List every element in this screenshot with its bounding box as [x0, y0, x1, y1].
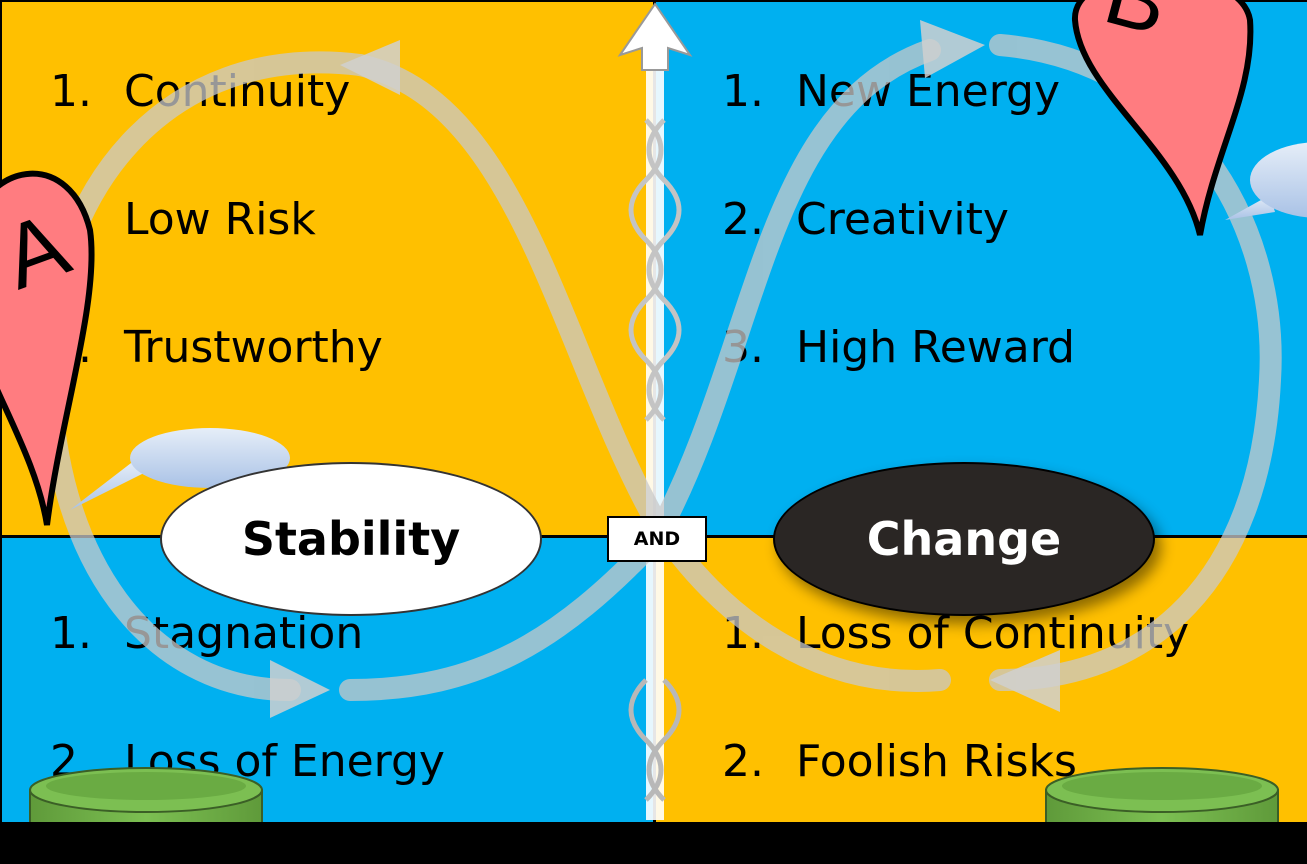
pole-change: Change [773, 462, 1155, 616]
diagram-overlay: A B [0, 0, 1307, 822]
item-text: High Reward [796, 322, 1075, 373]
loop-arrowheads [270, 20, 1060, 718]
item-number: 1. [50, 608, 92, 659]
item-number: 2. [722, 736, 764, 787]
and-connector: AND [607, 516, 707, 562]
speech-bubble-right-icon [1225, 142, 1307, 220]
marker-b-icon: B [1071, 0, 1254, 236]
item-text: Foolish Risks [796, 736, 1077, 787]
central-twisted-arrow [617, 2, 693, 820]
pole-stability: Stability [160, 462, 542, 616]
container-right-icon [1045, 767, 1279, 822]
left-border [0, 0, 2, 822]
item-text: Creativity [796, 194, 1009, 245]
item-number: 1. [722, 66, 764, 117]
item-text: Low Risk [124, 194, 316, 245]
item-text: Trustworthy [124, 322, 383, 373]
item-number: 2. [722, 194, 764, 245]
marker-a-icon: A [0, 170, 95, 526]
item-number: 1. [50, 66, 92, 117]
container-left-icon [29, 767, 263, 822]
